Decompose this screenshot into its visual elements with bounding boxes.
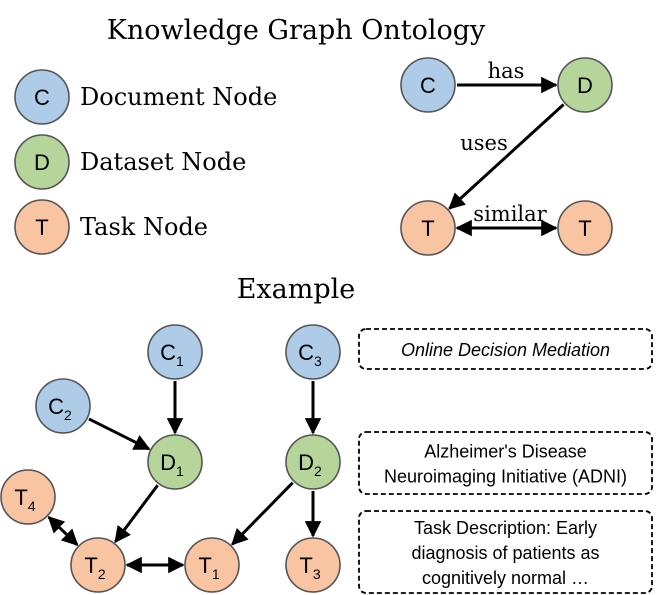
- schema-node-sc-letter: C: [420, 73, 436, 98]
- legend-item-task: T Task Node: [14, 199, 208, 255]
- ontology-title: Knowledge Graph Ontology: [107, 15, 486, 46]
- edge-c2-d1: [88, 417, 151, 451]
- node-d1: D1: [147, 434, 203, 490]
- legend-label: Dataset Node: [80, 148, 246, 176]
- schema-edge-has: has: [457, 59, 558, 94]
- node-c2: C2: [35, 378, 91, 434]
- description-line: diagnosis of patients as: [411, 543, 599, 563]
- example-title: Example: [237, 274, 356, 305]
- legend-letter: D: [34, 150, 50, 175]
- schema-node-sc: C: [400, 57, 456, 113]
- schema-edge-uses: uses: [448, 103, 565, 210]
- schema-edge-similar: similar: [455, 202, 558, 237]
- description-line: Alzheimer's Disease: [424, 442, 587, 462]
- legend-item-document: C Document Node: [14, 69, 277, 125]
- edge-d1-t2: [114, 484, 159, 544]
- description-box-1: Online Decision Mediation: [358, 328, 653, 370]
- edge-t4-t2: [47, 516, 79, 546]
- schema-edge-has-label: has: [488, 59, 525, 83]
- node-c1: C1: [147, 324, 203, 380]
- description-box-3: Task Description: Early diagnosis of pati…: [358, 510, 653, 594]
- legend-letter: T: [35, 215, 48, 240]
- node-t3: T3: [285, 537, 341, 593]
- schema-node-sd-letter: D: [577, 73, 593, 98]
- description-line: Task Description: Early: [414, 518, 597, 538]
- description-line: cognitively normal …: [422, 568, 589, 588]
- node-t2: T2: [70, 537, 126, 593]
- schema-node-st2: T: [557, 200, 613, 256]
- edge-d2-t1: [231, 481, 294, 546]
- legend-item-dataset: D Dataset Node: [14, 134, 246, 190]
- description-line: Online Decision Mediation: [401, 340, 610, 360]
- legend-label: Task Node: [80, 213, 208, 241]
- node-t4: T4: [0, 469, 56, 525]
- legend-letter: C: [34, 85, 50, 110]
- description-line: Neuroimaging Initiative (ADNI): [384, 467, 627, 487]
- node-c3: C3: [285, 324, 341, 380]
- schema-node-st1-letter: T: [421, 216, 434, 241]
- schema-node-st2-letter: T: [578, 216, 591, 241]
- node-d2: D2: [285, 434, 341, 490]
- legend-label: Document Node: [80, 83, 277, 111]
- node-t1: T1: [184, 537, 240, 593]
- schema-node-sd: D: [557, 57, 613, 113]
- schema-node-st1: T: [400, 200, 456, 256]
- schema-edge-uses-label: uses: [460, 131, 508, 155]
- schema-edge-similar-label: similar: [473, 202, 547, 226]
